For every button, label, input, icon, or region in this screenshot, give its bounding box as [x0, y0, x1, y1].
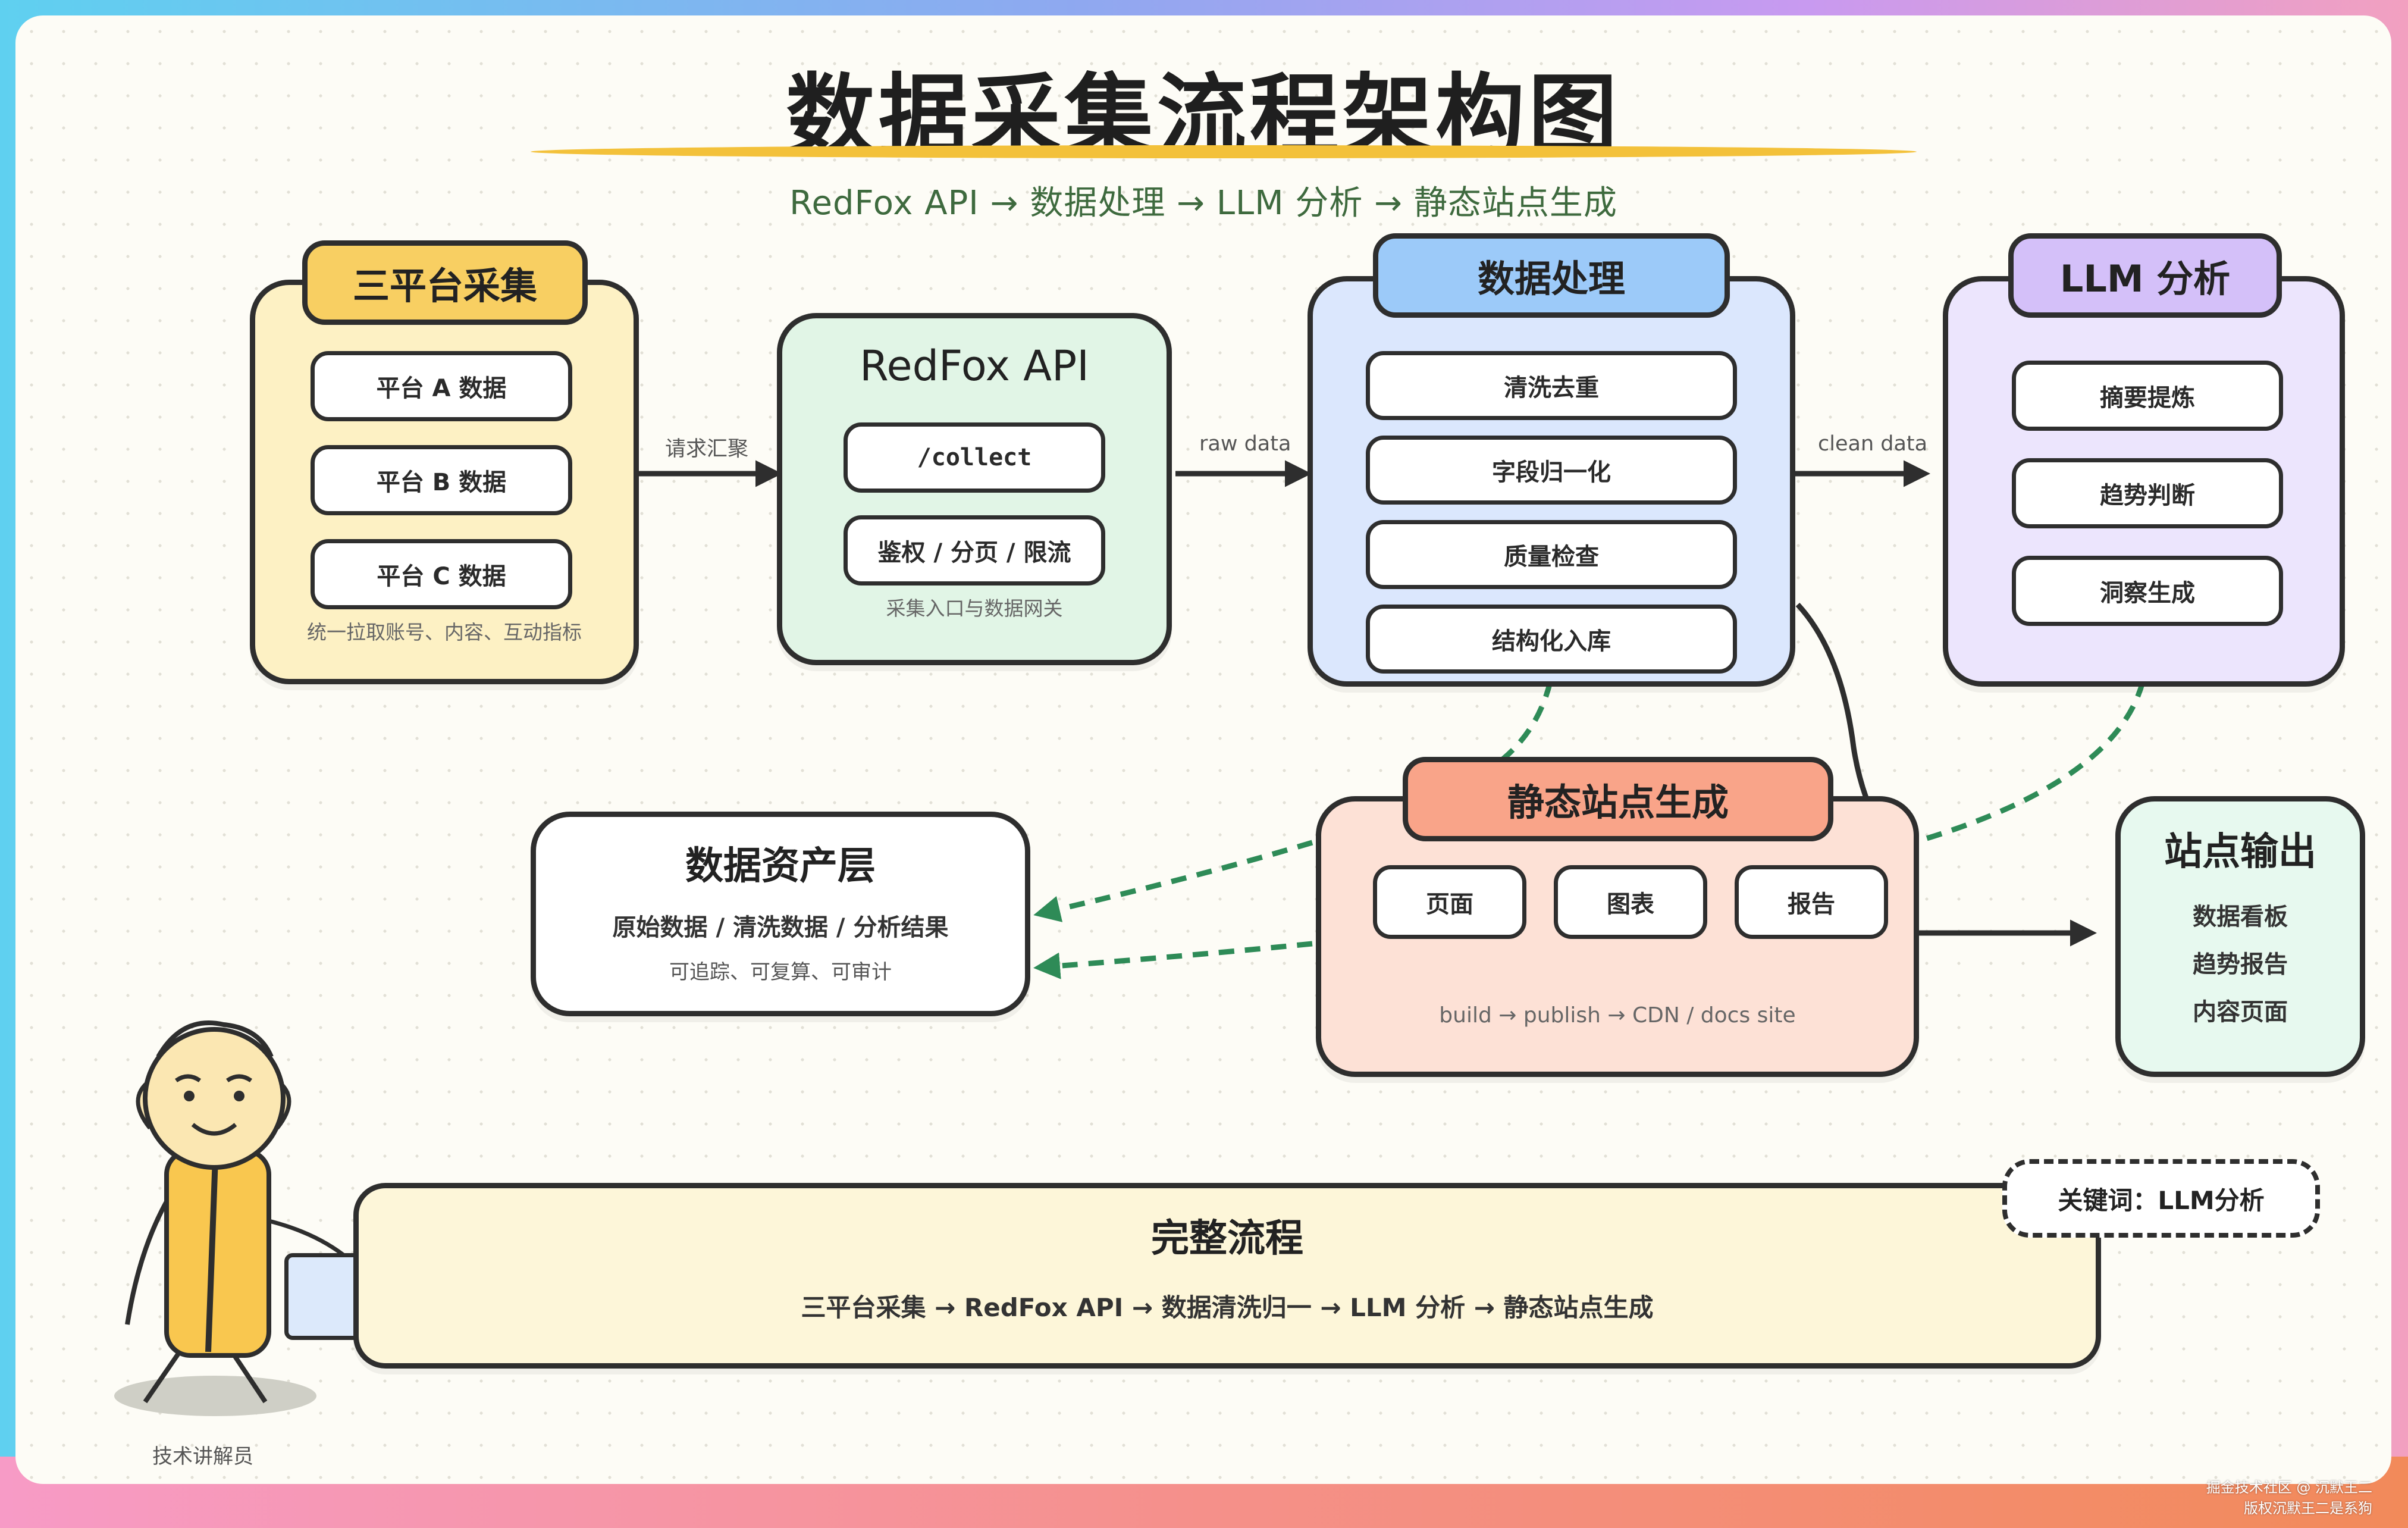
llm-item: 趋势判断: [2012, 458, 2283, 528]
static-item: 页面: [1373, 865, 1526, 939]
keyword-badge: 关键词：LLM分析: [2002, 1159, 2320, 1238]
process-node-title: 数据处理: [1373, 233, 1730, 318]
api-feature: 鉴权 / 分页 / 限流: [844, 515, 1105, 585]
output-node-title: 站点输出: [2164, 830, 2316, 874]
edge-label-collect-to-api: 请求汇聚: [665, 437, 749, 461]
edge-label-api-to-process: raw data: [1199, 432, 1291, 456]
presenter-left-leg: [143, 1347, 184, 1404]
presenter-body: [164, 1148, 271, 1358]
process-item: 字段归一化: [1366, 436, 1737, 505]
collect-node-note: 统一拉取账号、内容、互动指标: [307, 621, 582, 644]
edge-process-to-static-dashed: [1501, 681, 1553, 762]
watermark-line2: 版权沉默王二是系狗: [2244, 1500, 2372, 1517]
output-item: 数据看板: [2193, 903, 2288, 931]
process-item: 质量检查: [1366, 520, 1737, 589]
assets-node-note: 可追踪、可复算、可审计: [669, 960, 892, 984]
presenter-right-brow: [225, 1074, 253, 1082]
collect-item: 平台 C 数据: [311, 539, 572, 609]
output-node: [2115, 796, 2365, 1077]
watermark-line1: 掘金技术社区 @ 沉默王二: [2206, 1479, 2372, 1496]
output-item: 趋势报告: [2193, 951, 2288, 978]
llm-node-title: LLM 分析: [2008, 233, 2282, 318]
llm-item: 洞察生成: [2012, 556, 2283, 626]
page-subtitle: RedFox API → 数据处理 → LLM 分析 → 静态站点生成: [789, 184, 1617, 223]
edge-static-to-assets-upper: [1033, 840, 1313, 922]
connectors-layer: [253, 460, 2146, 1261]
presenter-head: [143, 1027, 286, 1170]
process-item: 清洗去重: [1366, 351, 1737, 420]
presenter-hair: [156, 1020, 274, 1058]
collect-item: 平台 B 数据: [311, 445, 572, 515]
summary-flow: 三平台采集 → RedFox API → 数据清洗归一 → LLM 分析 → 静…: [801, 1293, 1654, 1322]
presenter-zipper: [205, 1157, 218, 1352]
edge-label-process-to-llm: clean data: [1818, 432, 1928, 456]
assets-node-layers: 原始数据 / 清洗数据 / 分析结果: [612, 914, 949, 941]
summary-title: 完整流程: [1151, 1217, 1303, 1261]
edge-static-to-assets-lower: [1033, 941, 1313, 979]
diagram-canvas: 数据采集流程架构图 RedFox API → 数据处理 → LLM 分析 → 静…: [15, 15, 2391, 1484]
process-item: 结构化入库: [1366, 605, 1737, 674]
assets-node: [531, 812, 1030, 1016]
collect-item: 平台 A 数据: [311, 351, 572, 421]
presenter-shadow: [114, 1376, 316, 1416]
summary-panel: [353, 1183, 2101, 1369]
static-item: 报告: [1735, 865, 1888, 939]
api-node-title: RedFox API: [860, 342, 1089, 390]
static-node-title: 静态站点生成: [1403, 757, 1833, 841]
output-item: 内容页面: [2193, 998, 2288, 1026]
collect-node-title: 三平台采集: [302, 240, 588, 325]
presenter-caption: 技术讲解员: [152, 1445, 253, 1468]
edge-llm-to-output-dashed: [1912, 681, 2146, 846]
api-endpoint: /collect: [844, 422, 1105, 493]
static-node-note: build → publish → CDN / docs site: [1439, 1003, 1796, 1028]
presenter-figure: [114, 1020, 316, 1416]
presenter-left-brow: [174, 1074, 202, 1082]
static-item: 图表: [1554, 865, 1707, 939]
title-underline: [531, 145, 1917, 158]
llm-item: 摘要提炼: [2012, 361, 2283, 431]
assets-node-title: 数据资产层: [685, 844, 876, 888]
presenter-right-eye: [234, 1091, 244, 1101]
api-node-note: 采集入口与数据网关: [886, 597, 1063, 620]
presenter-left-eye: [184, 1091, 195, 1101]
presenter-mouth: [191, 1123, 237, 1136]
